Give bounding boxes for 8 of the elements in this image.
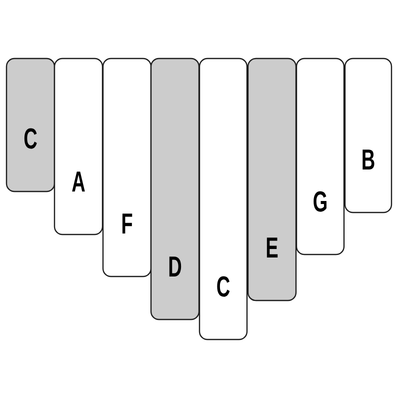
key: G <box>296 58 345 256</box>
key: A <box>54 58 104 236</box>
key: B <box>344 58 392 214</box>
key: E <box>247 58 297 302</box>
key: C <box>198 58 248 340</box>
key: D <box>150 58 200 320</box>
key: C <box>6 58 56 192</box>
key: F <box>102 58 152 278</box>
